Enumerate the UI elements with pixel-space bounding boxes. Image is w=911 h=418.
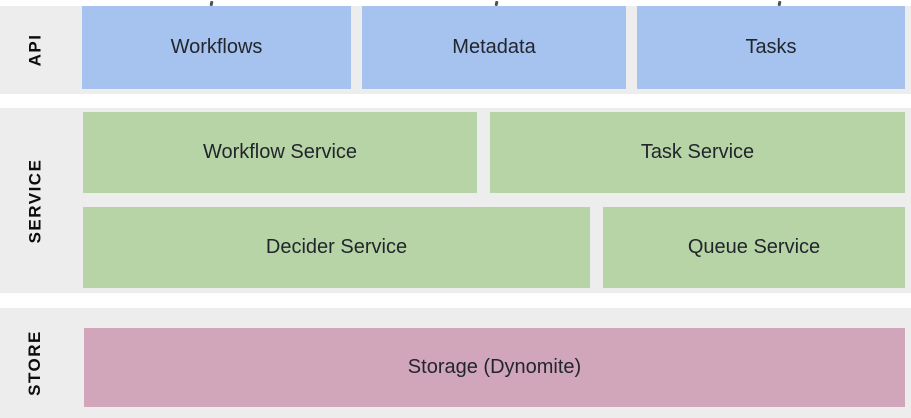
layer-service: SERVICE Workflow Service Task Service De… bbox=[0, 108, 911, 293]
layer-api-label: API bbox=[0, 6, 70, 94]
layer-service-label: SERVICE bbox=[0, 108, 70, 293]
layer-label-text: SERVICE bbox=[25, 158, 45, 243]
box-tasks: Tasks bbox=[637, 6, 905, 89]
box-workflows: Workflows bbox=[82, 6, 351, 89]
box-workflow-service: Workflow Service bbox=[83, 112, 477, 193]
box-metadata: Metadata bbox=[362, 6, 626, 89]
box-label: Metadata bbox=[452, 36, 536, 58]
box-storage-dynomite: Storage (Dynomite) bbox=[84, 328, 905, 407]
box-decider-service: Decider Service bbox=[83, 207, 590, 288]
layer-label-text: API bbox=[25, 33, 44, 67]
box-label: Tasks bbox=[745, 36, 797, 58]
box-label: Workflow Service bbox=[202, 141, 358, 163]
layer-store: STORE Storage (Dynomite) bbox=[0, 308, 911, 418]
box-queue-service: Queue Service bbox=[603, 207, 905, 288]
layer-label-text: STORE bbox=[24, 330, 44, 396]
box-label: Storage (Dynomite) bbox=[407, 356, 582, 378]
layer-api: API Workflows Metadata Tasks bbox=[0, 6, 911, 94]
box-label: Queue Service bbox=[687, 236, 821, 258]
box-task-service: Task Service bbox=[490, 112, 905, 193]
box-label: Decider Service bbox=[265, 236, 408, 258]
box-label: Task Service bbox=[640, 141, 755, 163]
layer-store-label: STORE bbox=[0, 308, 70, 418]
box-label: Workflows bbox=[170, 36, 263, 58]
